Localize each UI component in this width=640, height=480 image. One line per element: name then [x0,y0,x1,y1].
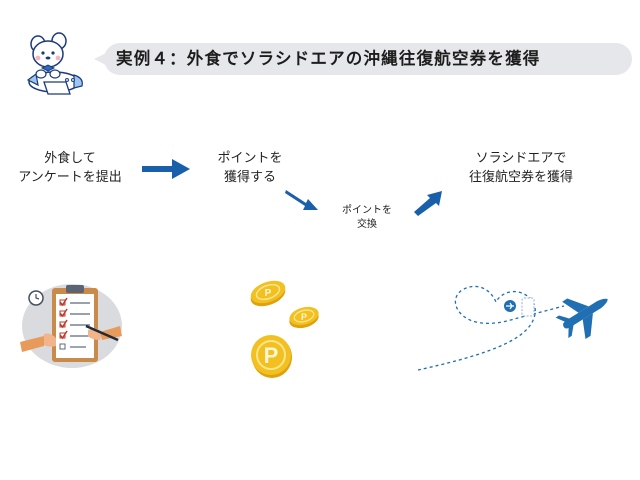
step-1-line-1: 外食して [44,151,96,166]
step-3-line-1: ポイントを [342,205,392,216]
step-2-line-2: 獲得する [223,170,276,185]
coin-2-mark: P [301,312,307,322]
arrow-down-right-icon [282,184,322,214]
arrow-right-icon [140,158,192,180]
step-3-label: ポイントを 交換 [322,204,412,232]
step-2-label: ポイントを 獲得する [195,149,305,187]
step-1-label: 外食して アンケートを提出 [14,149,126,187]
coin-3-mark: P [264,343,279,368]
coin-1-mark: P [265,288,272,299]
mascot-icon [22,30,88,102]
banner-tail [94,52,108,66]
airplane-icon [414,276,614,376]
step-4-label: ソラシドエアで 往復航空券を獲得 [455,149,587,187]
step-1-line-2: アンケートを提出 [18,170,122,185]
step-4-line-1: ソラシドエアで [475,151,567,166]
title-banner [104,43,632,75]
survey-clipboard-icon [14,282,130,370]
step-4-line-2: 往復航空券を獲得 [468,170,573,185]
step-2-line-1: ポイントを [217,151,283,166]
arrow-up-right-icon [410,186,446,218]
coins-icon: P P P [240,275,332,385]
step-3-line-2: 交換 [357,219,377,230]
page-title: 実例４：外食でソラシドエアの沖縄往復航空券を獲得 [116,49,541,68]
